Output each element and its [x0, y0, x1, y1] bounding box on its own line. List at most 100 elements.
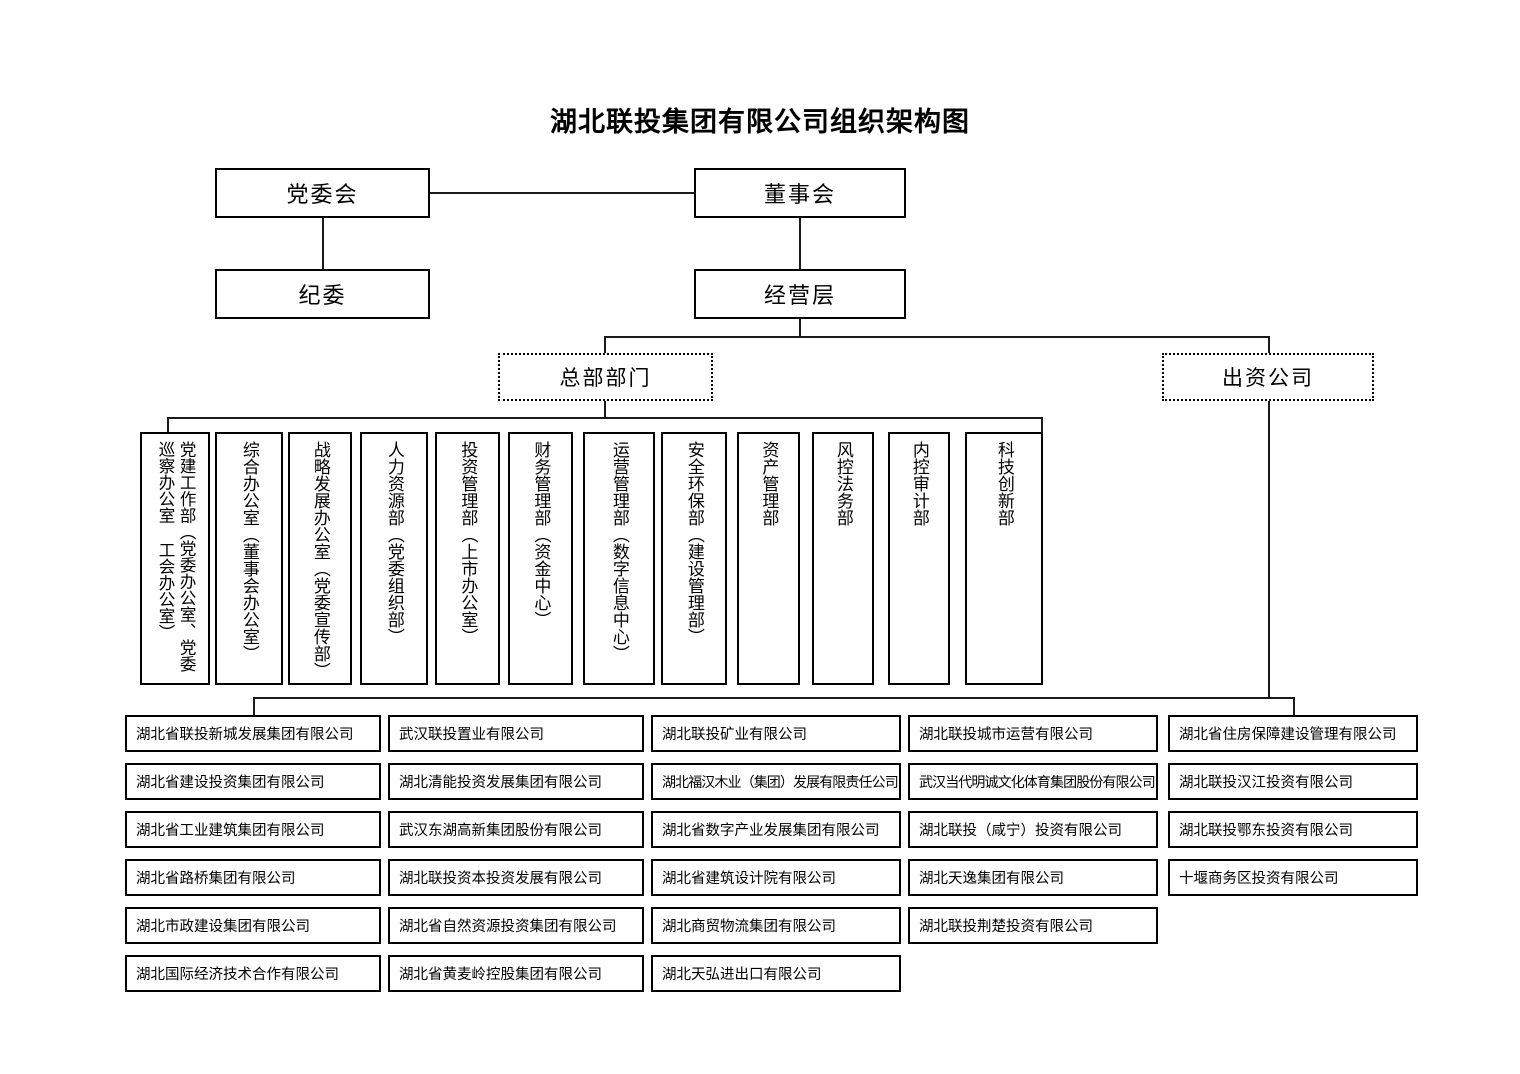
dept-box-4[interactable]: 投资管理部（上市办公室）: [435, 432, 500, 685]
dept-label-11: 科技创新部: [994, 441, 1014, 526]
node-headquarters-group-label: 总部部门: [559, 367, 652, 390]
company-label-c3-3: 湖北省建筑设计院有限公司: [662, 871, 836, 887]
dept-label-8: 资产管理部: [759, 441, 779, 526]
company-label-c2-0: 武汉联投置业有限公司: [399, 727, 544, 743]
company-label-c2-4: 湖北省自然资源投资集团有限公司: [399, 919, 617, 935]
company-box-c4-0[interactable]: 湖北联投城市运营有限公司: [908, 715, 1158, 752]
company-box-c2-5[interactable]: 湖北省黄麦岭控股集团有限公司: [388, 955, 644, 992]
company-label-c1-2: 湖北省工业建筑集团有限公司: [136, 823, 325, 839]
dept-box-0[interactable]: 党建工作部（党委办公室、党委巡察办公室 工会办公室）: [140, 432, 210, 685]
company-box-c5-3[interactable]: 十堰商务区投资有限公司: [1168, 859, 1418, 896]
dept-box-11[interactable]: 科技创新部: [965, 432, 1043, 685]
node-party-committee[interactable]: 党委会: [215, 168, 430, 218]
company-label-c3-0: 湖北联投矿业有限公司: [662, 727, 807, 743]
dept-label-5: 财务管理部（资金中心）: [531, 441, 551, 628]
company-box-c5-0[interactable]: 湖北省住房保障建设管理有限公司: [1168, 715, 1418, 752]
dept-box-1[interactable]: 综合办公室（董事会办公室）: [215, 432, 283, 685]
company-label-c1-3: 湖北省路桥集团有限公司: [136, 871, 296, 887]
connector-company-bus: [253, 697, 1293, 699]
company-box-c3-0[interactable]: 湖北联投矿业有限公司: [651, 715, 901, 752]
company-box-c1-5[interactable]: 湖北国际经济技术合作有限公司: [125, 955, 381, 992]
node-management-label: 经营层: [763, 283, 836, 308]
company-box-c5-2[interactable]: 湖北联投鄂东投资有限公司: [1168, 811, 1418, 848]
connector-company-drop-col1: [253, 697, 255, 715]
company-label-c3-5: 湖北天弘进出口有限公司: [662, 967, 822, 983]
dept-box-2[interactable]: 战略发展办公室（党委宣传部）: [288, 432, 352, 685]
dept-label-10: 内控审计部: [909, 441, 929, 526]
company-label-c1-5: 湖北国际经济技术合作有限公司: [136, 967, 339, 983]
company-box-c3-3[interactable]: 湖北省建筑设计院有限公司: [651, 859, 901, 896]
company-box-c1-4[interactable]: 湖北市政建设集团有限公司: [125, 907, 381, 944]
company-label-c3-2: 湖北省数字产业发展集团有限公司: [662, 823, 880, 839]
company-box-c1-3[interactable]: 湖北省路桥集团有限公司: [125, 859, 381, 896]
company-box-c2-1[interactable]: 湖北清能投资发展集团有限公司: [388, 763, 644, 800]
dept-box-8[interactable]: 资产管理部: [737, 432, 800, 685]
company-box-c4-1[interactable]: 武汉当代明诚文化体育集团股份有限公司: [908, 763, 1158, 800]
node-headquarters-group[interactable]: 总部部门: [498, 353, 713, 401]
company-label-c1-0: 湖北省联投新城发展集团有限公司: [136, 727, 354, 743]
node-board-of-directors[interactable]: 董事会: [694, 168, 906, 218]
company-label-c4-0: 湖北联投城市运营有限公司: [919, 727, 1093, 743]
dept-box-10[interactable]: 内控审计部: [888, 432, 950, 685]
node-discipline-committee-label: 纪委: [298, 283, 347, 308]
company-label-c4-1: 武汉当代明诚文化体育集团股份有限公司: [919, 773, 1156, 790]
connector-dept-drop-left: [167, 417, 169, 433]
company-label-c5-3: 十堰商务区投资有限公司: [1179, 871, 1339, 887]
page-title: 湖北联投集团有限公司组织架构图: [550, 107, 970, 137]
company-label-c2-2: 武汉东湖高新集团股份有限公司: [399, 823, 602, 839]
dept-label-0: 党建工作部（党委办公室、党委巡察办公室 工会办公室）: [156, 441, 196, 672]
connector-headquarters-down: [604, 401, 606, 418]
company-label-c2-3: 湖北联投资本投资发展有限公司: [399, 871, 602, 887]
connector-bus-to-invested: [1268, 336, 1270, 354]
connector-management-down: [799, 318, 801, 336]
node-discipline-committee[interactable]: 纪委: [215, 269, 430, 319]
company-label-c1-1: 湖北省建设投资集团有限公司: [136, 775, 325, 791]
dept-box-3[interactable]: 人力资源部（党委组织部）: [360, 432, 428, 685]
company-label-c5-2: 湖北联投鄂东投资有限公司: [1179, 823, 1353, 839]
company-label-c1-4: 湖北市政建设集团有限公司: [136, 919, 310, 935]
company-box-c1-2[interactable]: 湖北省工业建筑集团有限公司: [125, 811, 381, 848]
company-box-c3-1[interactable]: 湖北福汉木业（集团）发展有限责任公司: [651, 763, 901, 800]
company-box-c3-2[interactable]: 湖北省数字产业发展集团有限公司: [651, 811, 901, 848]
connector-company-drop-col5: [1293, 697, 1295, 715]
company-label-c5-0: 湖北省住房保障建设管理有限公司: [1179, 727, 1397, 743]
dept-box-7[interactable]: 安全环保部（建设管理部）: [661, 432, 727, 685]
dept-label-3: 人力资源部（党委组织部）: [384, 441, 404, 645]
company-label-c5-1: 湖北联投汉江投资有限公司: [1179, 775, 1353, 791]
connector-management-bus: [604, 336, 1270, 338]
dept-label-4: 投资管理部（上市办公室）: [458, 441, 478, 645]
company-label-c4-3: 湖北天逸集团有限公司: [919, 871, 1064, 887]
company-box-c5-1[interactable]: 湖北联投汉江投资有限公司: [1168, 763, 1418, 800]
company-label-c4-4: 湖北联投荆楚投资有限公司: [919, 919, 1093, 935]
company-box-c4-4[interactable]: 湖北联投荆楚投资有限公司: [908, 907, 1158, 944]
company-label-c3-1: 湖北福汉木业（集团）发展有限责任公司: [662, 773, 899, 790]
company-label-c3-4: 湖北商贸物流集团有限公司: [662, 919, 836, 935]
dept-label-1: 综合办公室（董事会办公室）: [239, 441, 259, 662]
company-box-c1-0[interactable]: 湖北省联投新城发展集团有限公司: [125, 715, 381, 752]
node-invested-companies-group-label: 出资公司: [1222, 367, 1314, 390]
company-box-c2-2[interactable]: 武汉东湖高新集团股份有限公司: [388, 811, 644, 848]
company-box-c2-0[interactable]: 武汉联投置业有限公司: [388, 715, 644, 752]
company-box-c2-3[interactable]: 湖北联投资本投资发展有限公司: [388, 859, 644, 896]
dept-label-2: 战略发展办公室（党委宣传部）: [310, 441, 330, 679]
connector-party-to-board: [430, 192, 695, 194]
connector-invested-down: [1268, 401, 1270, 697]
company-box-c4-3[interactable]: 湖北天逸集团有限公司: [908, 859, 1158, 896]
node-party-committee-label: 党委会: [286, 182, 359, 207]
dept-label-6: 运营管理部（数字信息中心）: [609, 441, 629, 662]
company-box-c3-4[interactable]: 湖北商贸物流集团有限公司: [651, 907, 901, 944]
dept-box-9[interactable]: 风控法务部: [812, 432, 874, 685]
dept-box-6[interactable]: 运营管理部（数字信息中心）: [583, 432, 655, 685]
company-box-c3-5[interactable]: 湖北天弘进出口有限公司: [651, 955, 901, 992]
dept-label-7: 安全环保部（建设管理部）: [684, 441, 704, 645]
company-box-c2-4[interactable]: 湖北省自然资源投资集团有限公司: [388, 907, 644, 944]
company-label-c2-1: 湖北清能投资发展集团有限公司: [399, 775, 602, 791]
node-invested-companies-group[interactable]: 出资公司: [1162, 353, 1374, 401]
company-label-c2-5: 湖北省黄麦岭控股集团有限公司: [399, 967, 602, 983]
company-box-c1-1[interactable]: 湖北省建设投资集团有限公司: [125, 763, 381, 800]
dept-box-5[interactable]: 财务管理部（资金中心）: [508, 432, 573, 685]
connector-dept-drop-right: [1041, 417, 1043, 433]
node-management[interactable]: 经营层: [694, 269, 906, 319]
company-box-c4-2[interactable]: 湖北联投（咸宁）投资有限公司: [908, 811, 1158, 848]
